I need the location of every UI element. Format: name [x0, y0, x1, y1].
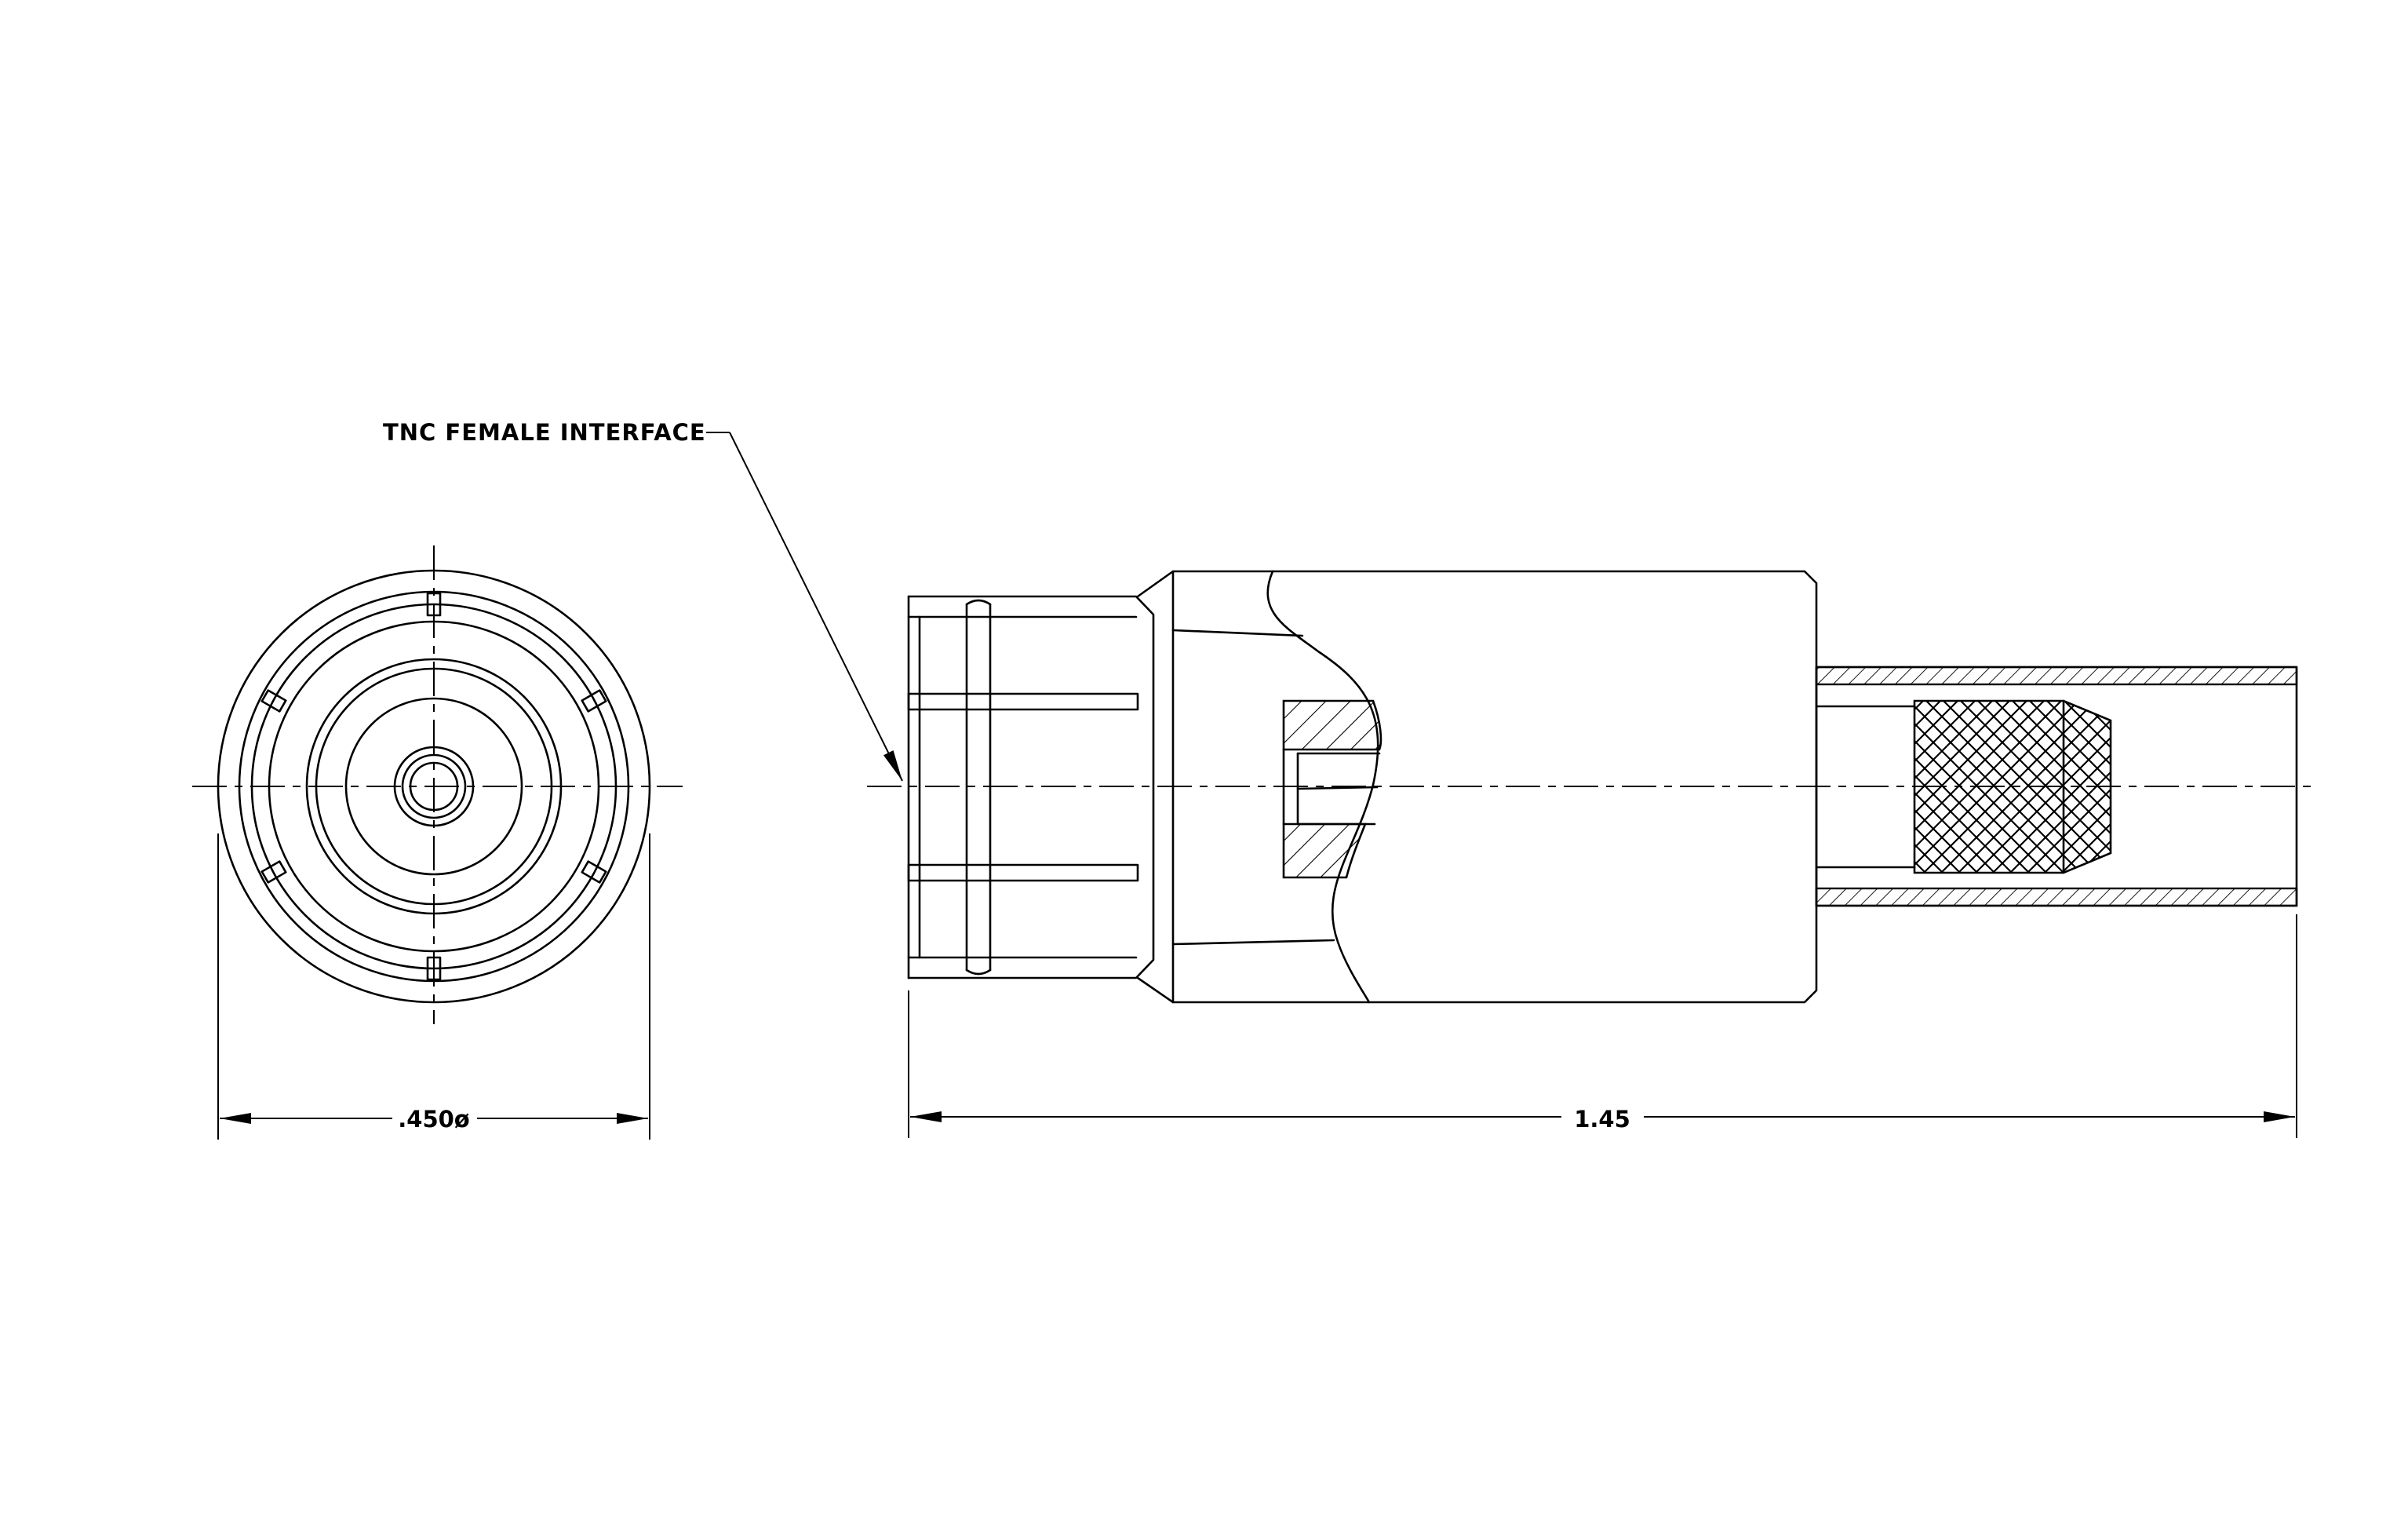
end-view-centerlines [192, 545, 683, 1024]
coupling-circle-2 [238, 590, 630, 983]
coupling-notches [260, 592, 607, 981]
dielectric-circle [344, 697, 523, 876]
contact-circle-outer [393, 746, 475, 827]
knurled-crimp [1913, 699, 2112, 874]
coupling-circle-4 [268, 620, 600, 953]
break-line [1266, 570, 1379, 1004]
crimp-ferrule [1815, 666, 2298, 907]
contact-circle-inner [409, 761, 459, 812]
length-label: 1.45 [1574, 1106, 1630, 1133]
callout-leader [706, 432, 903, 782]
diameter-label: .450ø [398, 1106, 469, 1133]
interface-circle-inner [315, 667, 553, 906]
diameter-dimension [217, 833, 650, 1140]
end-view [192, 545, 683, 1140]
interface-circle-outer [305, 658, 563, 915]
length-dimension [908, 914, 2297, 1138]
connector-body [1136, 570, 1818, 1004]
body-section-upper [1282, 699, 1383, 751]
coupling-circle-3 [250, 603, 617, 970]
ferrule-wall-lower [1815, 887, 2298, 907]
outer-coupling-circle [217, 569, 651, 1004]
coupling-nut [907, 595, 1155, 979]
body-section-lower [1282, 823, 1367, 879]
contact-circle-mid [401, 753, 467, 819]
ferrule-wall-upper [1815, 666, 2298, 686]
side-view [867, 570, 2311, 1138]
callout-label: TNC FEMALE INTERFACE [383, 419, 706, 446]
